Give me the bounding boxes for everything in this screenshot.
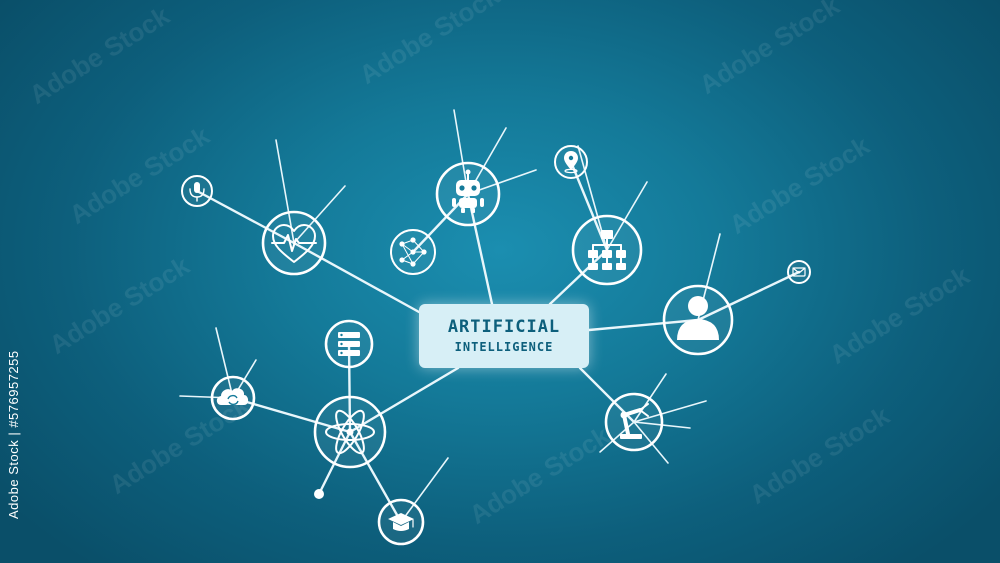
- robot-node[interactable]: [435, 161, 501, 227]
- graduation-cap-icon: [388, 513, 414, 531]
- robotic-arm-node[interactable]: [604, 392, 664, 452]
- stock-id-number: 576957255: [6, 350, 21, 421]
- endpoint-dot: [314, 489, 324, 499]
- robot-icon: [452, 169, 484, 213]
- cloud-sync-node[interactable]: [210, 375, 256, 421]
- location-pin-icon: [564, 151, 578, 174]
- heart-pulse-node[interactable]: [261, 210, 327, 276]
- user-icon: [677, 296, 719, 340]
- location-pin-node[interactable]: [554, 145, 588, 179]
- atom-node[interactable]: [313, 395, 387, 469]
- server-icon: [338, 332, 360, 356]
- central-title-box: ARTIFICIAL INTELLIGENCE: [419, 304, 589, 368]
- server-node[interactable]: [324, 319, 374, 369]
- stock-id-prefix: Adobe Stock | #: [6, 420, 21, 520]
- microphone-icon: [189, 182, 205, 202]
- hierarchy-icon: [588, 230, 626, 270]
- email-icon: [792, 267, 806, 277]
- neural-network-node[interactable]: [390, 229, 436, 275]
- central-title-line1: ARTIFICIAL: [447, 317, 561, 337]
- neural-network-icon: [399, 237, 427, 267]
- heart-pulse-icon: [271, 224, 317, 263]
- stock-id-label: Adobe Stock | #576957255: [6, 330, 28, 540]
- robotic-arm-icon: [620, 403, 649, 439]
- atom-icon: [325, 409, 375, 455]
- microphone-node[interactable]: [181, 175, 213, 207]
- hierarchy-node[interactable]: [571, 214, 643, 286]
- cloud-sync-icon: [216, 388, 249, 406]
- user-node[interactable]: [662, 284, 734, 356]
- central-title-line2: INTELLIGENCE: [454, 340, 554, 354]
- email-node[interactable]: [787, 260, 811, 284]
- graduation-cap-node[interactable]: [377, 498, 425, 546]
